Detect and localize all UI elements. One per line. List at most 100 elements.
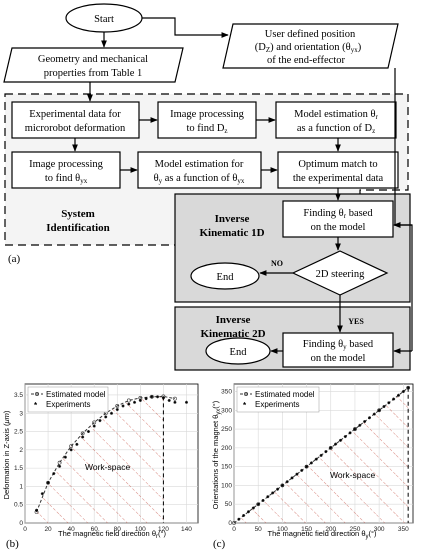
chart-c-experiment-point-26-d2 [363, 420, 366, 423]
chart-b-xlabel: The magnetic field direction θr(°) [58, 529, 166, 540]
model-estimation-thetar-node [275, 101, 397, 139]
finding-thetay-node [282, 332, 394, 368]
chart-c-experiment-point-10 [285, 480, 289, 484]
chart-c-experiment-point-12-d2 [295, 472, 299, 476]
chart-c-experiment-point-22 [343, 435, 347, 439]
chart-c-experiment-point-7 [271, 491, 275, 495]
chart-c-ytick-3: 150 [221, 464, 232, 471]
inverse-1d-line1: Inverse [215, 213, 250, 225]
finding-thetay-line1: Finding θy based [303, 339, 374, 351]
chart-c-experiment-point-31 [387, 401, 391, 405]
chart-c-experiment-point-15-d2 [310, 461, 313, 465]
chart-c-experiment-point-34-d2 [402, 390, 405, 393]
chart-b-experiment-point-0 [35, 508, 39, 512]
chart-c-xtick-7: 350 [398, 526, 409, 533]
chart-c-experiment-point-10-d2 [285, 480, 289, 483]
experimental-data-line2: microrobot deformation [25, 123, 126, 134]
steering-2d-label: 2D steering [316, 269, 365, 280]
chart-c-experiment-point-9-d2 [281, 484, 284, 487]
user-defined-line2: (DZ) and orientation (θyx) [255, 42, 362, 54]
user-defined-line1: User defined position [265, 29, 356, 40]
image-processing-thetayx-line2: to find θyx [45, 173, 88, 185]
end-node-1 [190, 262, 260, 290]
chart-c-experiment-point-19 [329, 446, 333, 450]
chart-c-model-point-4 [328, 445, 333, 450]
chart-c-experiment-point-33-d2 [397, 393, 400, 397]
chart-b-legend-label-2: Experiments [46, 400, 90, 409]
image-processing-dz-line2: to find Dz [186, 123, 227, 135]
chart-c-experiment-point-13 [300, 468, 304, 472]
chart-b-experiment-point-13 [110, 411, 113, 415]
chart-c-experiment-point-3-d2 [252, 506, 255, 510]
chart-c-experiment-point-34 [401, 390, 405, 394]
chart-b-experiment-point-19 [144, 397, 148, 401]
chart-c-experiment-point-24 [353, 427, 357, 431]
chart-b-experiment-point-25-d2 [185, 400, 188, 404]
chart-c-ylabel: Orientations of the magnet θyx(°) [211, 400, 222, 509]
chart-c-experiment-point-8-d2 [276, 487, 279, 491]
chart-c-experiment-point-14 [305, 465, 309, 469]
chart-c-experiment-point-32 [392, 397, 396, 401]
end-node-2 [205, 337, 271, 365]
chart-c-experiment-point-17 [319, 453, 323, 457]
chart-c-ytick-5: 250 [221, 426, 232, 433]
end-label-2: End [230, 347, 248, 358]
chart-c-xtick-3: 150 [301, 526, 312, 533]
chart-c-model-point-1 [256, 502, 261, 507]
chart-c-experiment-point-3 [251, 506, 255, 510]
chart-b-experiment-point-9 [86, 430, 90, 434]
chart-c-experiment-point-6 [266, 495, 270, 499]
optimum-match-node [277, 151, 399, 189]
chart-c-experiment-point-19-d2 [329, 446, 333, 450]
chart-b-workspace-label: Work-space [85, 462, 130, 472]
chart-b-experiment-point-10 [92, 424, 96, 428]
model-estimation-thetay-line1: Model estimation for [155, 159, 244, 170]
chart-b-legend: Estimated model * Experiments [27, 386, 109, 413]
chart-b-experiment-point-2 [46, 481, 50, 485]
chart-b-experiment-point-9-d2 [87, 430, 90, 433]
chart-b-experiment-point-11 [98, 419, 102, 423]
chart-c-xtick-0: 0 [232, 526, 236, 533]
chart-c-experiment-point-2 [247, 510, 251, 514]
chart-c-experiment-point-16-d2 [314, 457, 318, 461]
chart-c-experiment-point-30-d2 [382, 405, 386, 408]
chart-b-experiment-point-16 [127, 402, 131, 406]
chart-c-series [232, 385, 411, 525]
chart-c-experiment-point-15 [309, 461, 313, 465]
chart-c-xtick-5: 250 [350, 526, 361, 533]
chart-b-ytick-6: 3 [19, 410, 23, 417]
chart-b-legend-star: * [34, 401, 38, 410]
geometry-node [3, 47, 184, 83]
user-defined-line3: of the end-effector [267, 55, 345, 66]
chart-c-experiment-point-29-d2 [377, 408, 381, 412]
chart-b-experiment-point-23-d2 [167, 399, 171, 402]
chart-b-experiment-point-15 [121, 404, 125, 408]
chart-b-experiment-point-12 [104, 415, 108, 419]
chart-c-experiment-point-29 [377, 408, 381, 412]
chart-c-experiment-point-9 [280, 483, 284, 487]
chart-b-experiment-point-13-d2 [110, 411, 113, 415]
chart-c-experiment-point-11-d2 [290, 476, 294, 480]
chart-c-experiment-point-25 [358, 423, 362, 427]
chart-b-workspace-fill [36, 396, 164, 523]
chart-c-experiment-point-21-d2 [339, 439, 342, 442]
chart-b-ylabel: Deformation in Z-axis (μm) [2, 410, 11, 499]
chart-c-xtick-4: 200 [325, 526, 336, 533]
chart-b-xtick-7: 140 [181, 526, 192, 533]
chart-b-experiment-point-21 [156, 395, 160, 399]
chart-b-model-point-8 [126, 398, 131, 403]
chart-c-experiment-point-28-d2 [372, 412, 376, 416]
chart-c-experiment-point-22-d2 [343, 435, 347, 438]
chart-c-experiment-point-5 [261, 498, 265, 502]
chart-b-model-point-3 [69, 444, 74, 449]
chart-b-experiment-point-14-d2 [115, 408, 119, 411]
model-estimation-thetar-line1: Model estimation θr [294, 109, 378, 121]
chart-c-ytick-6: 300 [221, 407, 232, 414]
chart-b-experiment-point-22 [161, 396, 165, 400]
chart-c-model-point-6 [377, 408, 382, 413]
chart-c-experiment-point-20-d2 [334, 442, 337, 446]
chart-b-experiment-point-17-d2 [133, 400, 136, 404]
chart-c-model-point-5 [353, 427, 357, 431]
